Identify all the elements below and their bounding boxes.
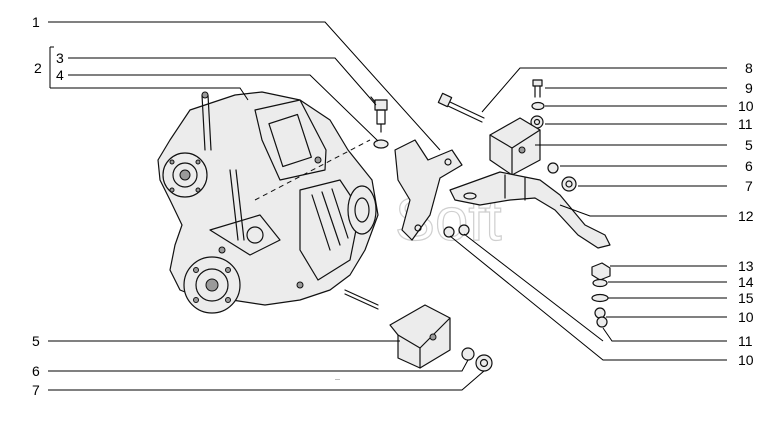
bolt-part-8 [437,92,485,123]
callout-5-left: 5 [32,333,40,349]
callout-13: 13 [738,258,754,274]
leader-lines [48,21,727,391]
bolt-part-9 [532,79,543,98]
callout-5-right: 5 [745,137,753,153]
callout-1: 1 [32,14,40,30]
washer-part-4 [373,139,389,149]
callout-14: 14 [738,274,754,290]
washer-part-10-lower [443,226,455,238]
sensor-part-3 [370,96,388,133]
callout-15: 15 [738,290,754,306]
nut-part-11-bottom [596,316,608,328]
nut-part-10-mid [594,307,606,319]
bracket-part-1 [394,139,463,241]
callout-11-bottom: 11 [738,333,753,349]
washer-part-15 [591,293,609,303]
footer-mark: — [335,377,340,383]
callout-11-top: 11 [738,116,753,132]
washer-part-14 [592,278,608,288]
rubber-mount-part-5-left [389,304,451,369]
callout-10-top: 10 [738,98,754,114]
crossmember-part-12 [449,171,611,249]
bushing-part-13 [591,262,611,281]
rubber-mount-part-5-right [489,117,541,176]
callout-10-bottom: 10 [738,352,754,368]
callout-12: 12 [738,208,754,224]
callout-10-mid: 10 [738,309,754,325]
callout-6-left: 6 [32,363,40,379]
callout-8: 8 [745,60,753,76]
callout-7-right: 7 [745,178,753,194]
callout-6-right: 6 [745,158,753,174]
washer-part-6-left [461,347,475,361]
transfer-case-assembly [157,91,379,314]
nut-part-7-left [475,354,493,372]
nut-part-7-right [561,176,577,192]
callout-3: 3 [56,50,64,66]
callout-7-left: 7 [32,382,40,398]
callout-9: 9 [745,80,753,96]
washer-part-10-top [531,101,545,111]
callout-2: 2 [34,60,42,76]
callout-4: 4 [56,67,64,83]
nut-part-11-lower [458,224,470,236]
washer-part-6-right [547,162,559,174]
callout-labels: 1 2 3 4 5 6 7 8 9 10 11 5 6 7 12 13 14 1… [32,14,754,398]
